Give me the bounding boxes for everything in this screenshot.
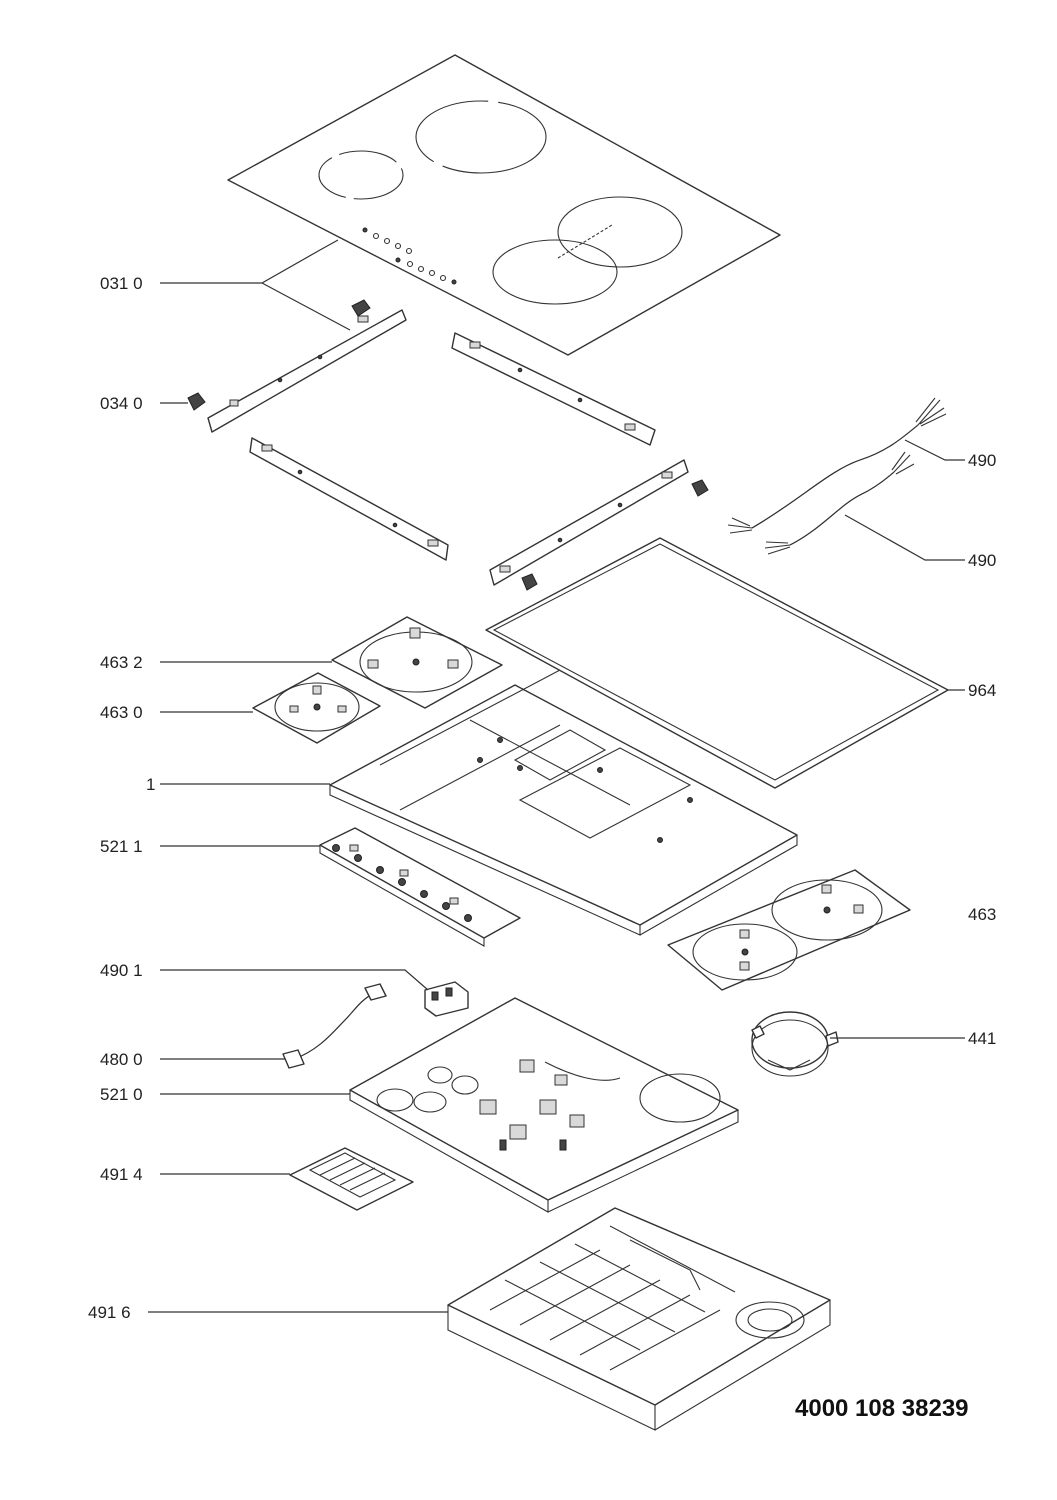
induction-coil-463-2: [331, 616, 503, 709]
wire-harness-lower: [764, 451, 915, 555]
cooling-fan-441: [751, 1011, 839, 1077]
callout-490-upper: 490: [968, 451, 996, 470]
callout-031-0: 031 0: [100, 274, 143, 293]
terminal-block-490-1: [424, 981, 469, 1017]
frame-rail-right-back: [451, 332, 656, 446]
callout-463: 463: [968, 905, 996, 924]
wire-harness-upper: [727, 397, 947, 534]
callout-521-1: 521 1: [100, 837, 143, 856]
filter-grille-491-4: [289, 1147, 414, 1211]
support-tray: [329, 669, 798, 936]
callout-490-1: 490 1: [100, 961, 143, 980]
induction-coil-463-0: [252, 672, 381, 744]
housing-lattice: [489, 1225, 736, 1371]
callout-491-6: 491 6: [88, 1303, 131, 1322]
ribbon-cable-480-0: [282, 983, 387, 1069]
callout-463-0: 463 0: [100, 703, 143, 722]
callout-1: 1: [146, 775, 155, 794]
callout-964: 964: [968, 681, 996, 700]
induction-coil-463: [667, 869, 911, 991]
callout-480-0: 480 0: [100, 1050, 143, 1069]
callout-441: 441: [968, 1029, 996, 1048]
frame-clips: [187, 299, 709, 591]
part-number: 4000 108 38239: [795, 1395, 969, 1422]
callout-491-4: 491 4: [100, 1165, 143, 1184]
leader-lines: [148, 239, 965, 1313]
frame-rail-left-back: [249, 437, 449, 561]
callout-labels: 031 0 034 0 490 490 463 2 964 463 0 1 52…: [88, 274, 996, 1322]
power-board-521-0: [349, 997, 739, 1213]
glass-cooktop: [227, 54, 781, 356]
callout-521-0: 521 0: [100, 1085, 143, 1104]
callout-034-0: 034 0: [100, 394, 143, 413]
frame-rail-left-front: [207, 309, 407, 433]
frame-rail-right-front: [489, 459, 689, 586]
callout-463-2: 463 2: [100, 653, 143, 672]
callout-490-lower: 490: [968, 551, 996, 570]
control-board-521-1: [319, 827, 521, 947]
touch-control-dots: [362, 227, 457, 285]
bottom-housing-491-6: [447, 1207, 831, 1431]
